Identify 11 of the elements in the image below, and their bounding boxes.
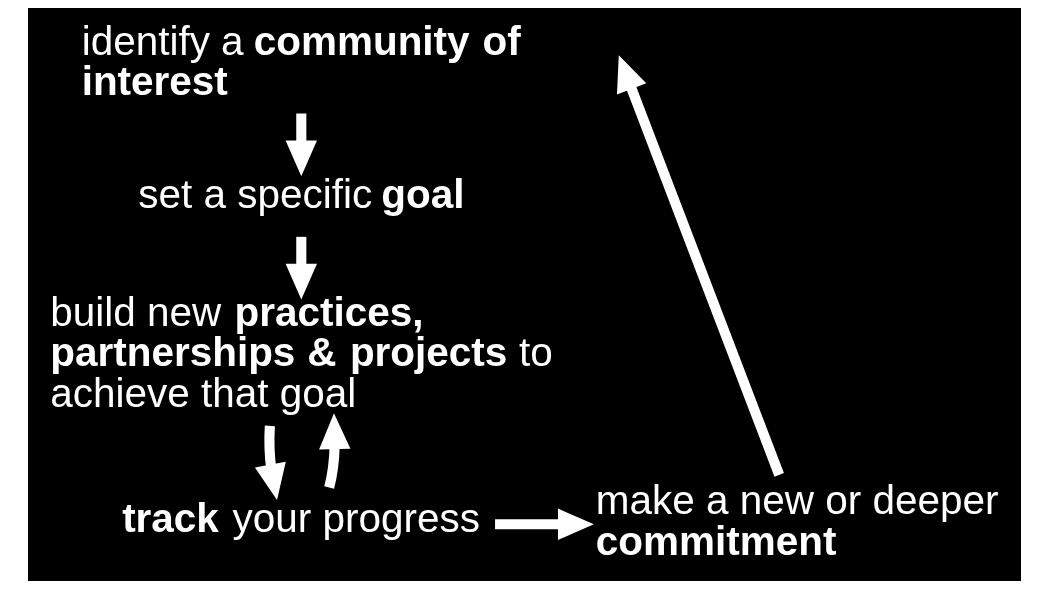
arrow — [318, 413, 350, 489]
node-text: set a specific goal — [137, 171, 464, 218]
arrow — [285, 113, 317, 177]
node-text: make a new or deeper commitment — [595, 477, 999, 564]
node-text: track your progress — [121, 495, 480, 542]
node-text: build new practices, partnerships & projects to achieve that goal — [49, 288, 553, 416]
arrow — [494, 508, 594, 540]
arrow — [616, 55, 784, 477]
arrow — [254, 425, 286, 500]
arrow — [285, 236, 317, 300]
node-text: identify a community of interest — [81, 17, 521, 105]
